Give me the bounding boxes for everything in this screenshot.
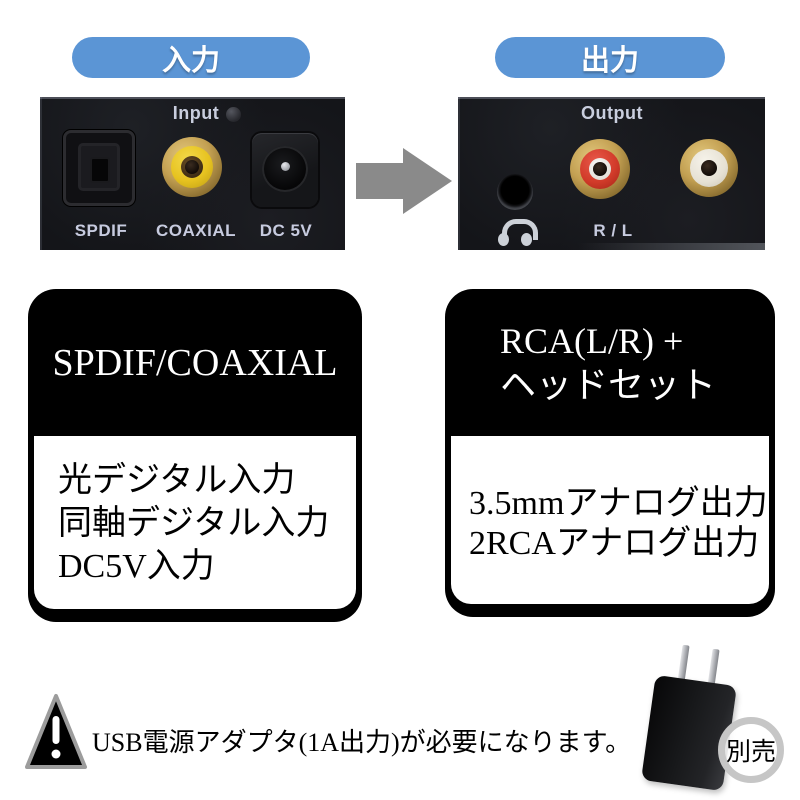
port-label-rl: R / L — [593, 221, 633, 240]
output-card-title-line1: RCA(L/R) + — [500, 321, 684, 361]
port-label-spdif: SPDIF — [74, 221, 128, 240]
port-label-coaxial: COAXIAL — [156, 221, 236, 240]
rca-jack-red — [570, 139, 630, 199]
rca-red-hole — [593, 162, 607, 176]
spec-line: 3.5mmアナログ出力 — [469, 485, 768, 522]
headphone-jack — [497, 174, 533, 210]
dc-jack-bore — [262, 146, 308, 192]
rca-white-hole — [701, 160, 717, 176]
output-section-label: 出力 — [580, 44, 639, 77]
input-spec-card: SPDIF/COAXIAL 光デジタル入力 同軸デジタル入力 DC5V入力 — [28, 289, 362, 622]
panel-edge-highlight — [578, 243, 765, 250]
dc-power-jack — [252, 133, 318, 207]
coaxial-hole — [185, 160, 199, 174]
rca-jack-white — [680, 139, 738, 197]
headphone-icon — [498, 219, 538, 246]
input-card-title: SPDIF/COAXIAL — [28, 289, 362, 436]
warning-icon — [25, 694, 87, 769]
output-spec-card: RCA(L/R) + ヘッドセット 3.5mmアナログ出力 2RCAアナログ出力 — [445, 289, 775, 617]
input-card-body: 光デジタル入力 同軸デジタル入力 DC5V入力 — [34, 436, 356, 609]
output-caption: Output — [581, 103, 643, 123]
output-card-body: 3.5mmアナログ出力 2RCAアナログ出力 — [451, 436, 769, 604]
sold-separately-badge: 別売 — [718, 717, 784, 783]
port-label-dc5v: DC 5V — [259, 221, 313, 240]
panel-led-dot — [226, 107, 241, 122]
coaxial-rca-jack — [162, 137, 222, 197]
output-card-title-line2: ヘッドセット — [500, 365, 717, 405]
spec-line: DC5V入力 — [58, 548, 215, 585]
input-panel-photo: Input SPDIF COAXIAL DC 5V — [40, 97, 345, 250]
input-section-label: 入力 — [161, 44, 220, 77]
input-section-badge: 入力 — [72, 37, 310, 78]
usb-power-notice-text: USB電源アダプタ(1A出力)が必要になります。 — [92, 728, 632, 757]
input-card-title-text: SPDIF/COAXIAL — [52, 341, 338, 384]
arrow-head — [403, 148, 452, 214]
spdif-port-inner — [78, 143, 120, 191]
spdif-port-core — [90, 157, 110, 183]
spec-line: 同軸デジタル入力 — [58, 505, 330, 542]
output-panel-photo: Output R / L — [458, 97, 765, 250]
spec-line: 光デジタル入力 — [58, 462, 296, 499]
input-caption: Input — [172, 103, 220, 123]
arrow-right-icon — [356, 148, 452, 214]
headphone-band — [502, 219, 538, 240]
usb-power-adapter: 別売 — [630, 640, 800, 800]
output-card-title: RCA(L/R) + ヘッドセット — [445, 289, 775, 436]
headphone-pad-left — [498, 233, 509, 246]
arrow-shaft — [356, 163, 403, 199]
spec-line: 2RCAアナログ出力 — [469, 525, 760, 562]
output-section-badge: 出力 — [495, 37, 725, 78]
sold-separately-label: 別売 — [725, 739, 776, 766]
dc-jack-pin — [281, 162, 290, 171]
spdif-optical-port — [63, 130, 135, 206]
headphone-pad-right — [521, 233, 532, 246]
